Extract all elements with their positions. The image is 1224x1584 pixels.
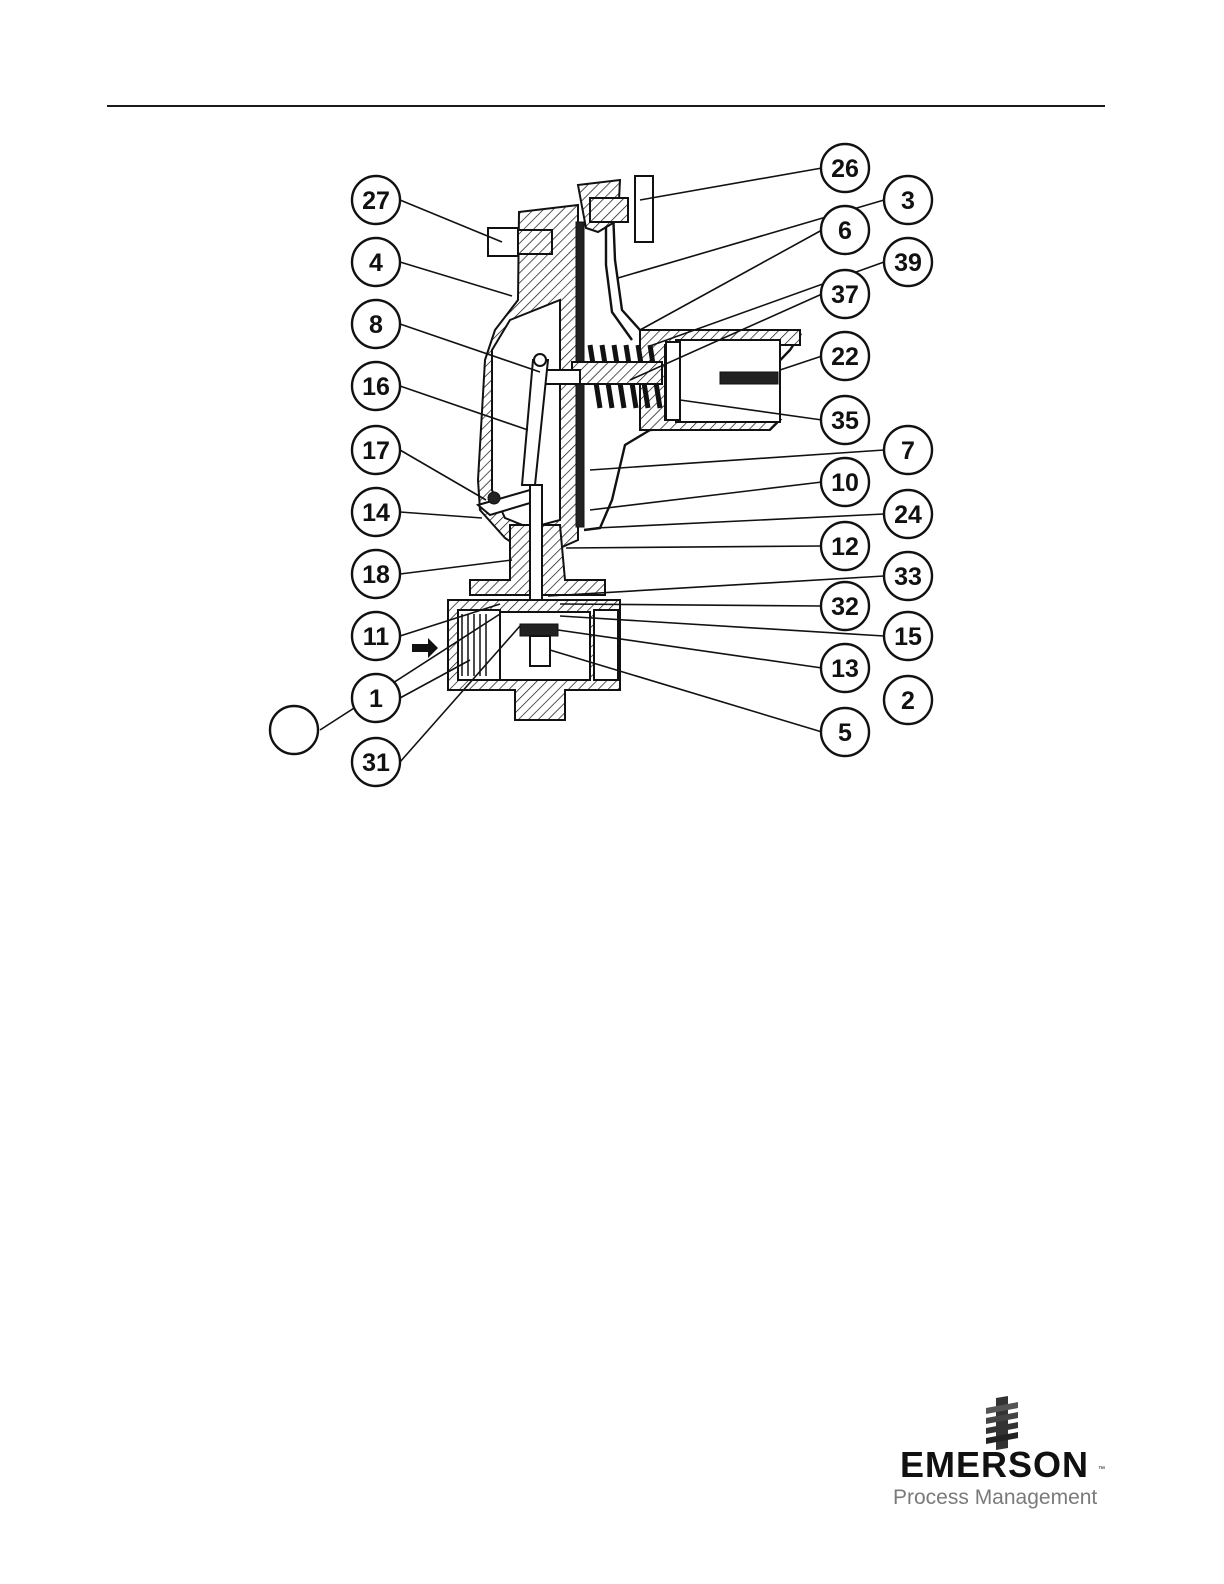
callout-number: 8 <box>369 311 383 339</box>
callout-32: 32 <box>821 582 869 630</box>
callout-33: 33 <box>884 552 932 600</box>
callout-26: 26 <box>821 144 869 192</box>
callout-22: 22 <box>821 332 869 380</box>
callout-number: 6 <box>838 217 852 245</box>
callout-number: 17 <box>362 437 390 465</box>
callout-31: 31 <box>352 738 400 786</box>
bleed-screw <box>635 176 653 242</box>
callout-3: 3 <box>884 176 932 224</box>
callout-number: 33 <box>894 563 922 591</box>
callout-18: 18 <box>352 550 400 598</box>
callout-number: 24 <box>894 501 922 529</box>
callout-number: 14 <box>362 499 390 527</box>
callout-24: 24 <box>884 490 932 538</box>
callout-number: 32 <box>831 593 859 621</box>
callout-number: 22 <box>831 343 859 371</box>
callout-number: 4 <box>369 249 383 277</box>
callout-number: 3 <box>901 187 915 215</box>
callout-27: 27 <box>352 176 400 224</box>
callout-number: 12 <box>831 533 859 561</box>
brand-name: EMERSON <box>900 1444 1089 1486</box>
callout-number: 39 <box>894 249 922 277</box>
callout-37: 37 <box>821 270 869 318</box>
callout-number: 13 <box>831 655 859 683</box>
flow-arrow-icon <box>412 638 438 658</box>
callout-5: 5 <box>821 708 869 756</box>
callout-35: 35 <box>821 396 869 444</box>
callout-12: 12 <box>821 522 869 570</box>
callout-number: 16 <box>362 373 390 401</box>
callout-number: 10 <box>831 469 859 497</box>
callout-14: 14 <box>352 488 400 536</box>
callout-16: 16 <box>352 362 400 410</box>
callout-7: 7 <box>884 426 932 474</box>
callout-39: 39 <box>884 238 932 286</box>
callout-number: 11 <box>363 623 390 651</box>
callout-blank <box>270 706 318 754</box>
callout-13: 13 <box>821 644 869 692</box>
disk <box>520 624 558 636</box>
brand-division: Process Management <box>893 1486 1097 1510</box>
callout-10: 10 <box>821 458 869 506</box>
callout-11: 11 <box>352 612 400 660</box>
callout-number: 37 <box>831 281 859 309</box>
regulator-drawing <box>412 176 800 720</box>
bolt <box>488 228 518 256</box>
callout-1: 1 <box>352 674 400 722</box>
callout-8: 8 <box>352 300 400 348</box>
callout-4: 4 <box>352 238 400 286</box>
callout-number: 5 <box>838 719 852 747</box>
callout-number: 35 <box>831 407 859 435</box>
callout-number: 26 <box>831 155 859 183</box>
callout-number: 27 <box>362 187 390 215</box>
callout-number: 31 <box>362 749 390 777</box>
callout-number: 2 <box>901 687 915 715</box>
callout-circle <box>270 706 318 754</box>
callout-6: 6 <box>821 206 869 254</box>
callout-number: 18 <box>362 561 390 589</box>
callout-17: 17 <box>352 426 400 474</box>
callout-number: 1 <box>369 685 383 713</box>
callout-number: 15 <box>894 623 922 651</box>
callout-2: 2 <box>884 676 932 724</box>
callout-number: 7 <box>901 437 915 465</box>
trademark-mark: ™ <box>1098 1466 1105 1473</box>
callout-15: 15 <box>884 612 932 660</box>
